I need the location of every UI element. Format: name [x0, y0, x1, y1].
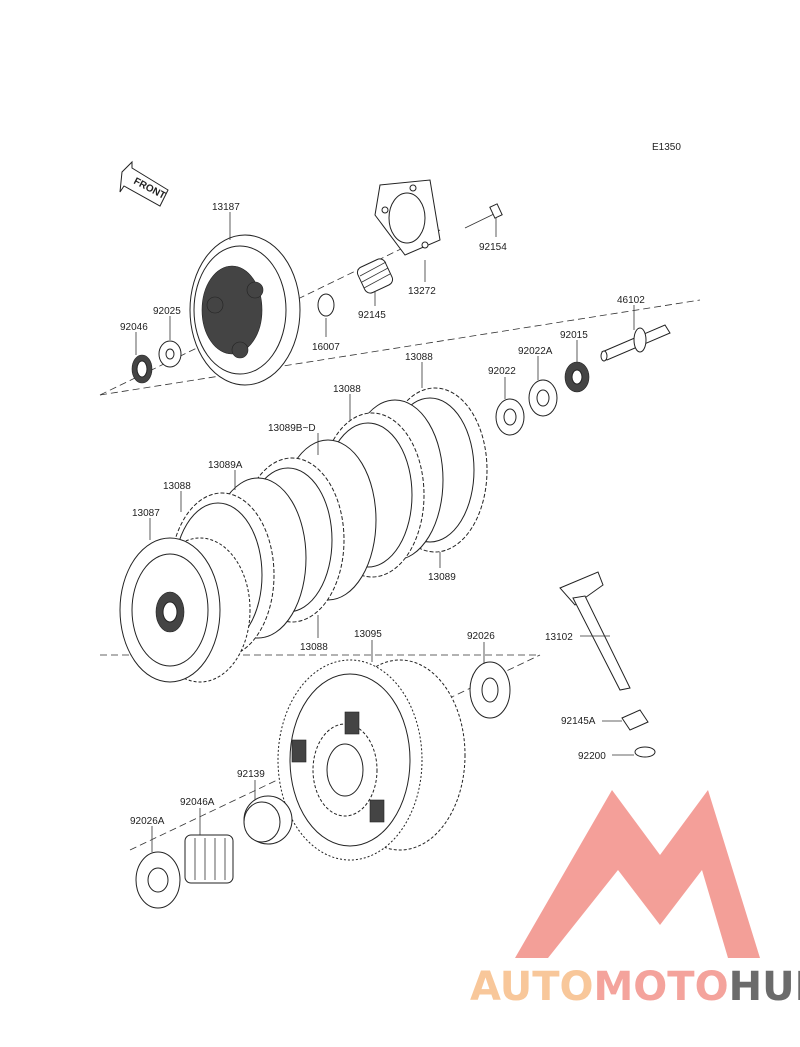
clutch-housing — [277, 659, 466, 861]
part-label-13089A: 13089A — [208, 460, 243, 471]
part-label-13088-top: 13088 — [405, 352, 433, 363]
part-label-92154: 92154 — [479, 242, 507, 253]
part-label-92015: 92015 — [560, 330, 588, 341]
part-label-13087: 13087 — [132, 508, 160, 519]
watermark-hub: HUB — [729, 964, 800, 1010]
sleeve — [243, 795, 293, 845]
bearing — [131, 354, 153, 384]
axis-line-mid — [99, 299, 701, 396]
part-label-92145: 92145 — [358, 310, 386, 321]
part-label-13272: 13272 — [408, 286, 436, 297]
ring — [317, 293, 335, 317]
clutch-hub — [119, 537, 251, 683]
part-label-13095: 13095 — [354, 629, 382, 640]
washer-92022A — [528, 379, 558, 417]
part-label-92145A: 92145A — [561, 716, 596, 727]
washer — [158, 340, 182, 368]
part-label-92026A: 92026A — [130, 816, 165, 827]
push-rod — [600, 324, 671, 362]
front-arrow-icon: FRONT — [119, 160, 169, 207]
part-label-92022A: 92022A — [518, 346, 553, 357]
part-label-92025: 92025 — [153, 306, 181, 317]
part-label-92139: 92139 — [237, 769, 265, 780]
nut — [564, 361, 590, 393]
part-label-13088-left: 13088 — [163, 481, 191, 492]
part-label-13088-lower: 13088 — [300, 642, 328, 653]
watermark-logo — [515, 790, 760, 958]
watermark-moto: MOTO — [594, 964, 729, 1010]
washer-92026 — [469, 661, 511, 719]
part-label-13102: 13102 — [545, 632, 573, 643]
diagram-code: E1350 — [652, 142, 681, 153]
part-label-92200: 92200 — [578, 751, 606, 762]
pressure-plate — [189, 234, 301, 386]
needle-bearing — [184, 834, 234, 884]
part-label-92026: 92026 — [467, 631, 495, 642]
watermark-auto: AUTO — [470, 964, 594, 1010]
part-label-13187: 13187 — [212, 202, 240, 213]
part-label-92046: 92046 — [120, 322, 148, 333]
washer-92022 — [495, 398, 525, 436]
part-label-92046A: 92046A — [180, 797, 215, 808]
part-label-13088-upper: 13088 — [333, 384, 361, 395]
watermark-text: AUTOMOTOHUB — [470, 964, 800, 1010]
spring — [356, 258, 394, 294]
washer-92026A — [135, 851, 181, 909]
spring-plate — [374, 179, 441, 256]
part-label-16007: 16007 — [312, 342, 340, 353]
part-label-92022: 92022 — [488, 366, 516, 377]
part-label-13089: 13089 — [428, 572, 456, 583]
part-labels: 13187 92154 13272 92145 16007 92025 9204… — [120, 202, 645, 827]
leader-lines — [135, 212, 635, 852]
release-shaft — [559, 571, 656, 758]
part-label-46102: 46102 — [617, 295, 645, 306]
part-label-13089B-D: 13089B~D — [268, 423, 316, 434]
bolt — [464, 203, 503, 229]
